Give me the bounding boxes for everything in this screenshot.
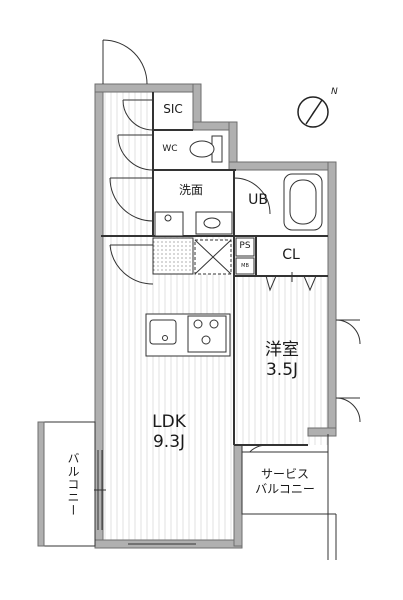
washbasin-bowl: [203, 217, 221, 229]
bedroom-size: 3.5J: [265, 360, 299, 380]
ldk-name: LDK: [152, 412, 186, 432]
ps-box: [235, 237, 255, 257]
wall-top-wc: [192, 121, 232, 131]
burner-1: [193, 319, 203, 329]
ldk-label: LDK 9.3J: [152, 414, 186, 451]
cl-label: CL: [282, 247, 300, 263]
doors: [102, 39, 361, 471]
wc-door-swing: [117, 134, 154, 171]
closet-doors: [265, 272, 317, 292]
window-bedroom-1: [335, 319, 361, 345]
burner-2: [209, 319, 219, 329]
sic-label: SIC: [163, 102, 183, 116]
refrigerator-x2: [194, 239, 232, 275]
wall-right-low: [307, 427, 337, 437]
balcony-label: バルコニー: [66, 452, 80, 517]
bedroom-floor: [234, 276, 328, 445]
meter-label: MB: [241, 263, 249, 269]
partitions: [101, 92, 328, 446]
bedroom-name: 洋室: [265, 340, 299, 360]
bathtub-inner: [289, 179, 317, 225]
shoe-cabinet: [152, 237, 194, 275]
washroom-label: 洗面: [178, 183, 204, 197]
kitchen-faucet: [162, 335, 168, 341]
ub-label: UB: [248, 192, 268, 208]
cl-floor: [256, 236, 328, 274]
ldk-door-swing: [109, 244, 154, 285]
sic-door-swing: [122, 99, 154, 131]
kitchen-sink: [149, 319, 177, 345]
bedroom-label: 洋室 3.5J: [265, 342, 299, 379]
meter-box: [235, 257, 255, 275]
wc-label: WC: [162, 144, 178, 154]
sic-floor: [153, 92, 193, 130]
toilet-bowl: [189, 140, 215, 158]
service-balcony-label: サービス バルコニー: [255, 468, 315, 495]
ub-door-swing: [233, 177, 271, 215]
service-balcony-line1: サービス: [260, 467, 310, 481]
closet-fold-right: [303, 275, 317, 292]
compass-n-label: N: [331, 87, 338, 97]
balcony-wall: [37, 421, 45, 547]
burner-3: [201, 335, 211, 345]
service-balcony-line2: バルコニー: [255, 482, 315, 496]
window-bedroom-2: [335, 397, 361, 423]
wall-balcony-divider: [233, 444, 243, 547]
north-arrow-icon: [297, 96, 329, 128]
wall-right: [327, 161, 337, 435]
closet-fold-left: [265, 275, 277, 292]
entrance-floor: [101, 178, 153, 236]
ps-label: PS: [239, 241, 251, 251]
wash-door-swing: [109, 177, 154, 222]
stove: [187, 315, 227, 353]
ldk-size: 9.3J: [152, 432, 186, 452]
balconies: [37, 421, 337, 560]
drain: [164, 214, 172, 222]
wall-top-hall: [94, 83, 197, 93]
entrance-door-swing: [102, 39, 148, 85]
wall-top-ub: [228, 161, 335, 171]
fixtures: [145, 135, 323, 357]
